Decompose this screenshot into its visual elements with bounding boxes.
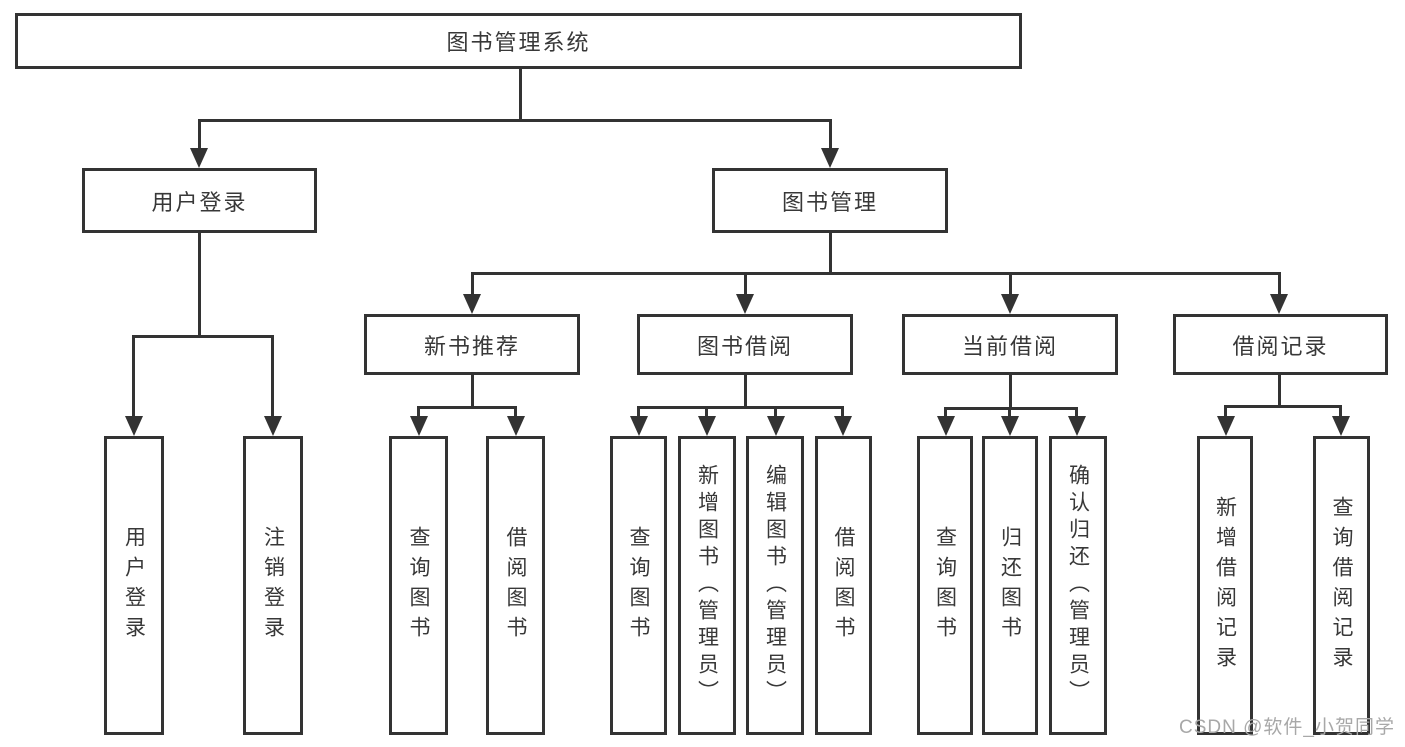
connector-line	[1339, 405, 1342, 416]
connector-line	[417, 406, 420, 416]
connector-line	[471, 272, 474, 294]
connector-line	[829, 119, 832, 148]
connector-line	[198, 119, 201, 148]
connector-line	[1278, 375, 1281, 407]
connector-line	[132, 335, 135, 416]
leaf-user-login: 用户登录	[104, 436, 164, 735]
connector-line	[271, 335, 274, 416]
connector-line	[744, 375, 747, 409]
arrow-down-icon	[1270, 294, 1288, 314]
leaf-query-books-1-label: 查询图书	[407, 525, 430, 646]
arrow-down-icon	[190, 148, 208, 168]
node-book-mgmt-label: 图书管理	[781, 189, 878, 215]
connector-line	[417, 406, 517, 409]
connector-line	[829, 233, 832, 275]
arrow-down-icon	[410, 416, 428, 436]
connector-line	[637, 406, 844, 409]
arrow-down-icon	[264, 416, 282, 436]
arrow-down-icon	[821, 148, 839, 168]
leaf-query-books-3-label: 查询图书	[933, 525, 957, 646]
connector-line	[944, 407, 947, 416]
connector-line	[1224, 405, 1227, 416]
node-root-label: 图书管理系统	[446, 30, 591, 55]
node-borrow-records: 借阅记录	[1173, 314, 1388, 375]
arrow-down-icon	[1001, 416, 1019, 436]
arrow-down-icon	[1217, 416, 1235, 436]
leaf-add-book-admin-label: 新增图书（管理员）	[695, 464, 719, 707]
connector-line	[944, 407, 1078, 410]
leaf-confirm-return-admin-label: 确认归还（管理员）	[1066, 464, 1090, 707]
node-new-book-rec-label: 新书推荐	[423, 333, 520, 359]
leaf-return-books-label: 归还图书	[998, 525, 1022, 646]
leaf-edit-book-admin: 编辑图书（管理员）	[746, 436, 804, 735]
leaf-query-books-3: 查询图书	[917, 436, 973, 735]
arrow-down-icon	[1001, 294, 1019, 314]
arrow-down-icon	[507, 416, 525, 436]
leaf-add-borrow-record: 新增借阅记录	[1197, 436, 1253, 735]
leaf-return-books: 归还图书	[982, 436, 1038, 735]
connector-line	[198, 119, 832, 122]
connector-line	[1224, 405, 1342, 408]
node-book-mgmt: 图书管理	[712, 168, 948, 233]
connector-line	[471, 375, 474, 409]
connector-line	[1009, 272, 1012, 294]
node-user-login: 用户登录	[82, 168, 317, 233]
arrow-down-icon	[698, 416, 716, 436]
connector-line	[1278, 272, 1281, 294]
node-borrow-records-label: 借阅记录	[1232, 333, 1329, 359]
connector-line	[519, 69, 522, 120]
leaf-logout-label: 注销登录	[261, 525, 285, 646]
arrow-down-icon	[937, 416, 955, 436]
leaf-add-book-admin: 新增图书（管理员）	[678, 436, 736, 735]
leaf-user-login-label: 用户登录	[122, 525, 146, 646]
connector-line	[841, 406, 844, 416]
connector-line	[1075, 407, 1078, 416]
connector-line	[774, 406, 777, 416]
connector-line	[198, 233, 201, 335]
node-book-borrow-label: 图书借阅	[696, 333, 793, 359]
node-root: 图书管理系统	[15, 13, 1022, 69]
arrow-down-icon	[630, 416, 648, 436]
arrow-down-icon	[463, 294, 481, 314]
connector-line	[514, 406, 517, 416]
connector-line	[705, 406, 708, 416]
leaf-query-books-2-label: 查询图书	[627, 525, 650, 646]
leaf-query-books-1: 查询图书	[389, 436, 448, 735]
leaf-add-borrow-record-label: 新增借阅记录	[1213, 495, 1237, 676]
leaf-borrow-books-2-label: 借阅图书	[832, 525, 855, 646]
arrow-down-icon	[736, 294, 754, 314]
connector-line	[744, 272, 747, 294]
watermark: CSDN @软件_小贺同学	[1179, 717, 1395, 738]
connector-line	[1009, 375, 1012, 409]
node-book-borrow: 图书借阅	[637, 314, 853, 375]
node-current-borrow-label: 当前借阅	[961, 333, 1058, 359]
leaf-borrow-books-2: 借阅图书	[815, 436, 872, 735]
leaf-query-books-2: 查询图书	[610, 436, 667, 735]
connector-line	[1008, 407, 1011, 416]
node-new-book-rec: 新书推荐	[364, 314, 580, 375]
arrow-down-icon	[1332, 416, 1350, 436]
connector-line	[471, 272, 1281, 275]
leaf-logout: 注销登录	[243, 436, 303, 735]
leaf-edit-book-admin-label: 编辑图书（管理员）	[763, 464, 787, 707]
leaf-borrow-books-1-label: 借阅图书	[504, 525, 527, 646]
connector-line	[637, 406, 640, 416]
arrow-down-icon	[125, 416, 143, 436]
arrow-down-icon	[767, 416, 785, 436]
leaf-confirm-return-admin: 确认归还（管理员）	[1049, 436, 1107, 735]
arrow-down-icon	[1068, 416, 1086, 436]
leaf-query-borrow-record-label: 查询借阅记录	[1330, 495, 1353, 676]
node-current-borrow: 当前借阅	[902, 314, 1118, 375]
leaf-query-borrow-record: 查询借阅记录	[1313, 436, 1370, 735]
connector-line	[132, 335, 273, 338]
leaf-borrow-books-1: 借阅图书	[486, 436, 545, 735]
arrow-down-icon	[834, 416, 852, 436]
node-user-login-label: 用户登录	[151, 189, 248, 215]
